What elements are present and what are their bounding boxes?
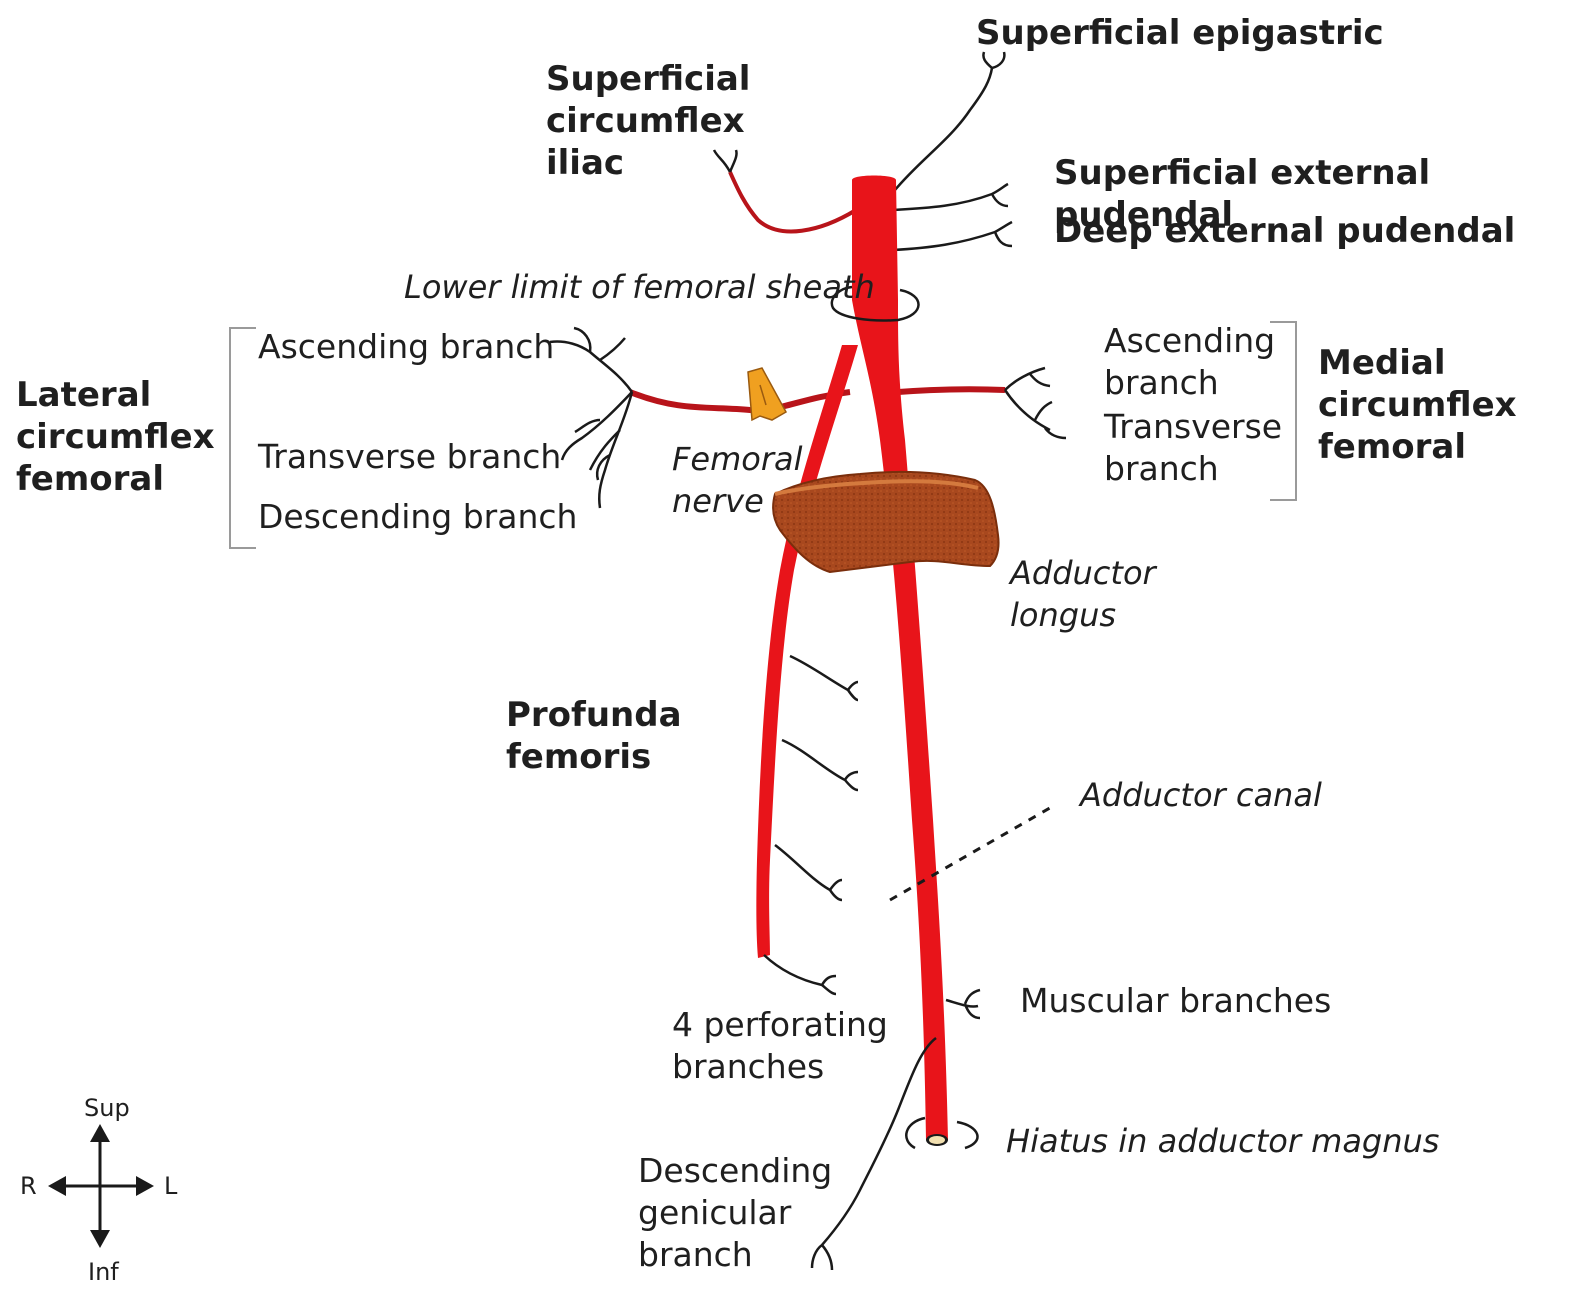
- lateral-circumflex-femoral-artery: [630, 392, 850, 410]
- label-perforating-branches: 4 perforating branches: [672, 1004, 888, 1088]
- femoral-nerve-shape: [748, 368, 786, 420]
- orientation-right: R: [20, 1174, 37, 1198]
- label-lateral-circumflex-femoral: Lateral circumflex femoral: [16, 374, 215, 500]
- profunda-femoris-artery: [756, 345, 858, 958]
- deep-external-pudendal-branch: [893, 222, 1012, 250]
- label-lateral-ascending-branch: Ascending branch: [258, 326, 554, 368]
- label-medial-circumflex-femoral: Medial circumflex femoral: [1318, 342, 1517, 468]
- label-superficial-circumflex-iliac: Superficial circumflex iliac: [546, 58, 750, 184]
- label-lower-limit-femoral-sheath: Lower limit of femoral sheath: [404, 266, 875, 308]
- orientation-sup: Sup: [84, 1096, 130, 1120]
- label-femoral-nerve: Femoral nerve: [672, 438, 803, 522]
- label-medial-ascending-branch: Ascending branch: [1104, 320, 1275, 404]
- medial-circumflex-branches: [1005, 368, 1066, 438]
- label-adductor-longus: Adductor longus: [1010, 552, 1156, 636]
- superficial-epigastric-branch: [895, 52, 1004, 190]
- label-lateral-descending-branch: Descending branch: [258, 496, 577, 538]
- orientation-left: L: [164, 1174, 177, 1198]
- label-medial-transverse-branch: Transverse branch: [1104, 406, 1282, 490]
- lateral-bracket: [230, 328, 256, 548]
- label-deep-external-pudendal: Deep external pudendal: [1054, 210, 1515, 252]
- superficial-external-pudendal-branch: [893, 184, 1008, 210]
- muscular-branches: [946, 990, 980, 1018]
- medial-circumflex-femoral-artery: [885, 389, 1005, 393]
- label-descending-genicular-branch: Descending genicular branch: [638, 1150, 832, 1276]
- lateral-circumflex-branches: [550, 328, 632, 508]
- label-hiatus-adductor-magnus: Hiatus in adductor magnus: [1006, 1120, 1439, 1162]
- orientation-inf: Inf: [88, 1260, 119, 1284]
- label-superficial-epigastric: Superficial epigastric: [976, 12, 1384, 54]
- label-adductor-canal: Adductor canal: [1080, 774, 1322, 816]
- label-lateral-transverse-branch: Transverse branch: [258, 436, 561, 478]
- four-way-arrow-icon: [48, 1124, 154, 1248]
- label-muscular-branches: Muscular branches: [1020, 980, 1331, 1022]
- label-profunda-femoris: Profunda femoris: [506, 694, 682, 778]
